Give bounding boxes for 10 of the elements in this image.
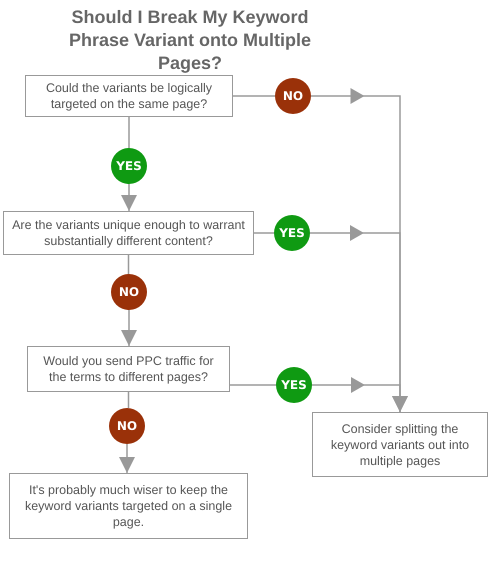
process-box: Could the variants be logically targeted on the same page? [25,75,233,117]
arrow [121,310,137,346]
arrow [312,377,408,412]
process-box: Are the variants unique enough to warrant substantially different content? [3,211,254,255]
process-box: Would you send PPC traffic for the terms to different pages? [27,346,230,392]
arrow [121,184,137,211]
process-box: It's probably much wiser to keep the keyword variants targeted on a single page. [9,473,248,539]
arrow [119,444,135,473]
process-box: Consider splitting the keyword variants out into multiple pages [312,412,488,477]
title: Should I Break My Keyword Phrase Variant onto Multiple Pages? [68,6,312,75]
